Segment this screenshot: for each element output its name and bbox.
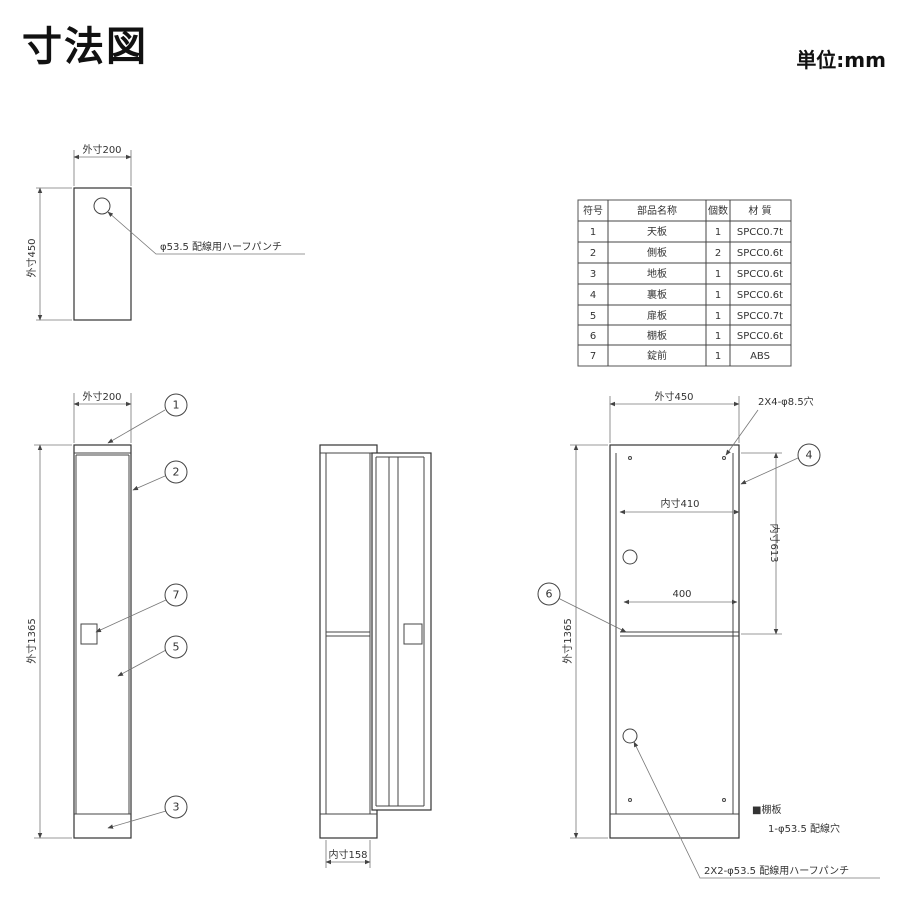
shelf-note-detail: 1-φ53.5 配線穴 — [768, 822, 840, 835]
table-cell: 1 — [715, 269, 721, 280]
inner-view: 外寸450 2X4-φ8.5穴 内寸410 400 内寸613 外寸1365 4… — [537, 390, 880, 879]
front-height-label: 外寸1365 — [25, 618, 38, 663]
table-cell: 3 — [590, 269, 596, 280]
svg-text:6: 6 — [546, 588, 553, 601]
svg-text:2: 2 — [173, 466, 180, 479]
front-width-label: 外寸200 — [82, 390, 121, 403]
callout-5: 5 — [164, 635, 188, 659]
table-cell: 裏板 — [647, 288, 667, 301]
table-cell: 1 — [715, 227, 721, 238]
side-cabinet-outline — [319, 444, 378, 839]
inner-outer-width-label: 外寸450 — [654, 390, 693, 403]
callout-2: 2 — [164, 460, 188, 484]
bottom-hole-note: 2X2-φ53.5 配線用ハーフパンチ — [704, 864, 849, 877]
parts-table: 符号 部品名称 個数 材 質 1 天板 1 SPCC0.7t 2 側板 2 SP… — [577, 199, 792, 367]
table-cell: 1 — [715, 331, 721, 342]
lock-icon — [80, 623, 98, 645]
inner-outer-height-label: 外寸1365 — [561, 618, 574, 663]
callout-4: 4 — [797, 443, 821, 467]
callout-7: 7 — [164, 583, 188, 607]
svg-text:3: 3 — [173, 801, 180, 814]
table-cell: 1 — [715, 290, 721, 301]
table-cell: 錠前 — [647, 349, 667, 362]
open-door — [371, 452, 432, 811]
page-title: 寸法図 — [22, 24, 148, 70]
callout-1: 1 — [164, 393, 188, 417]
callout-3: 3 — [164, 795, 188, 819]
inner-height-label: 内寸613 — [768, 523, 781, 562]
table-cell: 棚板 — [647, 329, 667, 342]
inner-width-label: 内寸410 — [660, 497, 699, 510]
table-cell: 7 — [590, 351, 596, 362]
table-cell: 側板 — [647, 246, 667, 259]
table-header-qty: 個数 — [708, 204, 728, 217]
table-cell: SPCC0.6t — [737, 248, 783, 259]
top-width-label: 外寸200 — [82, 143, 121, 156]
wiring-hole-icon — [622, 728, 638, 744]
table-cell: SPCC0.6t — [737, 269, 783, 280]
top-hole-leader — [107, 211, 305, 255]
side-view: 内寸158 — [319, 444, 432, 868]
screw-hole-icon — [722, 456, 726, 460]
svg-text:4: 4 — [806, 449, 813, 462]
shelf-note-title: ■棚板 — [752, 803, 781, 816]
table-cell: 4 — [590, 290, 596, 301]
table-cell: 扉板 — [647, 309, 667, 322]
shelf-width-label: 400 — [672, 589, 691, 600]
unit-label: 単位:mm — [796, 48, 886, 72]
screw-hole-icon — [722, 798, 726, 802]
top-view-hole — [93, 197, 111, 215]
table-cell: 2 — [715, 248, 721, 259]
top-view: 外寸200 外寸450 φ53.5 配線用ハーフパンチ — [25, 143, 305, 321]
svg-text:1: 1 — [173, 399, 180, 412]
table-cell: 1 — [715, 351, 721, 362]
callout-6: 6 — [537, 582, 561, 606]
table-cell: 5 — [590, 311, 596, 322]
table-cell: SPCC0.7t — [737, 227, 783, 238]
top-view-outline — [73, 187, 132, 321]
front-view-outline — [73, 444, 132, 839]
table-cell: ABS — [750, 351, 770, 362]
table-cell: 6 — [590, 331, 596, 342]
table-cell: SPCC0.6t — [737, 331, 783, 342]
svg-text:5: 5 — [173, 641, 180, 654]
screw-hole-icon — [628, 798, 632, 802]
table-cell: 2 — [590, 248, 596, 259]
table-header-name: 部品名称 — [637, 204, 677, 217]
table-cell: 地板 — [647, 267, 667, 280]
svg-text:7: 7 — [173, 589, 180, 602]
front-view: 外寸200 外寸1365 1 2 7 5 3 — [25, 390, 188, 839]
table-cell: SPCC0.6t — [737, 290, 783, 301]
top-height-label: 外寸450 — [25, 238, 38, 277]
top-hole-note: φ53.5 配線用ハーフパンチ — [160, 240, 282, 253]
screw-hole-icon — [628, 456, 632, 460]
door-lock-icon — [403, 623, 423, 645]
table-header-number: 符号 — [583, 204, 603, 217]
table-cell: SPCC0.7t — [737, 311, 783, 322]
wiring-hole-icon — [622, 549, 638, 565]
side-depth-label: 内寸158 — [328, 848, 367, 861]
table-cell: 1 — [715, 311, 721, 322]
table-cell: 1 — [590, 227, 596, 238]
table-header-material: 材 質 — [748, 204, 771, 217]
table-cell: 天板 — [647, 225, 667, 238]
screw-holes-label: 2X4-φ8.5穴 — [758, 395, 814, 408]
